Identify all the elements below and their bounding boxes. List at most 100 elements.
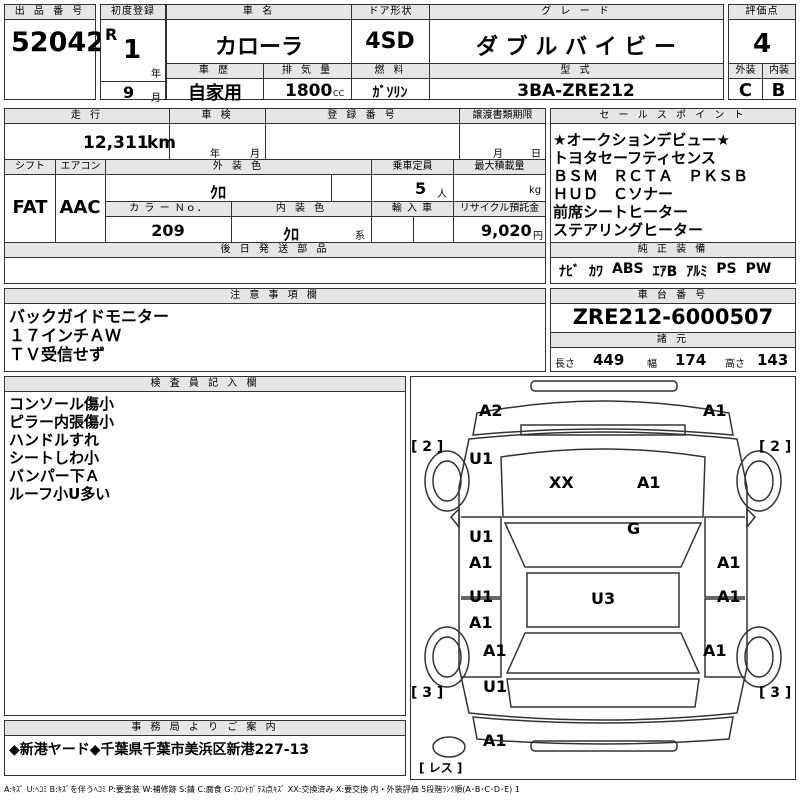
mark-a2-front: A2 (479, 401, 503, 420)
interior-label: 内装 (762, 64, 795, 79)
mark-a1-left-rear: A1 (483, 641, 507, 660)
inspector-note: バンパー下Ａ (9, 467, 100, 485)
mark-bracket-left-top: [ 2 ] (411, 439, 444, 455)
first-registration-box: 初度登録 R 1 年 9 月 (100, 4, 166, 104)
import-label: 輸 入 車 (371, 202, 453, 217)
later-parts-label: 後 日 発 送 部 品 (5, 243, 545, 258)
equipment-item: ﾅﾋﾞ (559, 264, 580, 280)
mark-g-windshield: G (627, 519, 641, 538)
interior-color-label: 内 装 色 (231, 202, 371, 217)
recycle-deposit: 9,020 (481, 221, 532, 240)
car-name: カローラ (214, 35, 303, 60)
equipment-item: ABS (612, 261, 644, 277)
mark-u1-left-bottom: U1 (483, 677, 508, 696)
exterior-grade: C (738, 80, 753, 101)
inspection-year-unit: 年 (210, 149, 220, 160)
length: 449 (593, 351, 625, 369)
registration-year: 1 (123, 35, 142, 65)
interior-color-unit: 系 (355, 231, 365, 242)
recycle-label: リサイクル預託金 (453, 202, 545, 217)
sales-point: トヨタセーフティセンス (553, 149, 716, 167)
notes-list: バックガイドモニター １７インチＡＷ ＴＶ受信せず (9, 307, 169, 364)
car-diagram: A2 A1 [ 2 ] [ 2 ] U1 XX A1 G U1 A1 A1 U1… (410, 376, 796, 780)
mark-a1-left-door2: A1 (469, 613, 493, 632)
history: 自家用 (188, 83, 242, 104)
mileage: 12,311 (83, 133, 149, 153)
mark-les: [ レス ] (419, 761, 463, 775)
interior-grade: B (771, 80, 786, 101)
equipment-item: ｶﾜ (589, 264, 603, 280)
sales-point: ＨＵＤ Ｃソナー (553, 185, 674, 203)
capacity-label: 乗車定員 (371, 160, 453, 175)
equipment-label: 純 正 装 備 (551, 243, 795, 258)
ac-label: エアコン (55, 160, 105, 175)
chassis-label: 車 台 番 号 (551, 289, 795, 304)
mark-u3-roof: U3 (591, 589, 616, 608)
sales-point: ★オークションデビュー★ (553, 131, 730, 149)
fuel-label: 燃 料 (351, 64, 429, 79)
inspector-note: ハンドルすれ (9, 431, 100, 449)
lot-number-box: 出 品 番 号 52042 (4, 4, 105, 100)
chassis-box: 車 台 番 号 ZRE212-6000507 諸 元 長さ 449 幅 174 … (550, 288, 796, 372)
door-type: 4SD (365, 29, 415, 54)
width: 174 (675, 351, 707, 369)
height: 143 (757, 351, 789, 369)
dimensions-label: 諸 元 (551, 333, 795, 348)
sales-points-label: セ ー ル ス ポ イ ン ト (551, 109, 795, 124)
exterior-color-label: 外 装 色 (105, 160, 371, 175)
mark-u1-left-door2: U1 (469, 587, 494, 606)
equipment-item: ｱﾙﾐ (686, 264, 708, 280)
air-conditioner: AAC (59, 197, 101, 218)
inspector-box: 検 査 員 記 入 欄 コンソール傷小 ピラー内張傷小 ハンドルすれ シートしわ… (4, 376, 406, 716)
sales-point: ステアリングヒーター (553, 221, 704, 239)
model-code: 3BA-ZRE212 (517, 81, 635, 101)
notes-label: 注 意 事 項 欄 (5, 289, 545, 304)
inspection-label: 車 検 (169, 109, 265, 124)
transfer-deadline-label: 譲渡書類期限 (459, 109, 545, 124)
mark-a1-right-rear: A1 (703, 641, 727, 660)
sales-points-list: ★オークションデビュー★ トヨタセーフティセンス ＢＳＭ ＲＣＴＡ ＰＫＳＢ Ｈ… (553, 131, 748, 239)
shift: FAT (12, 197, 48, 218)
vehicle-details-box: 走 行 車 検 登 録 番 号 譲渡書類期限 12,311 km 年 月 月 日… (4, 108, 546, 284)
sales-point: 前席シートヒーター (553, 203, 689, 221)
displacement: 1800 (285, 81, 333, 101)
capacity-unit: 人 (437, 189, 447, 200)
shift-label: シフト (5, 160, 55, 175)
color-number-label: カ ラ ー Ｎｏ． (105, 202, 231, 217)
grade: ダ ブ ル バ イ ビ ー (476, 35, 676, 60)
width-label: 幅 (647, 359, 657, 370)
inspector-note: コンソール傷小 (9, 395, 115, 413)
mark-bracket-right-top: [ 2 ] (759, 439, 792, 455)
office-notice-text: ◆新港ヤード◆千葉県千葉市美浜区新港227-13 (9, 742, 310, 758)
inspection-month-unit: 月 (250, 149, 260, 160)
transfer-day-unit: 日 (531, 149, 541, 160)
history-label: 車 歴 (167, 64, 263, 79)
sales-points-box: セ ー ル ス ポ イ ン ト ★オークションデビュー★ トヨタセーフティセンス… (550, 108, 796, 284)
notes-box: 注 意 事 項 欄 バックガイドモニター １７インチＡＷ ＴＶ受信せず (4, 288, 546, 372)
mileage-unit: km (147, 133, 177, 153)
sales-point: ＢＳＭ ＲＣＴＡ ＰＫＳＢ (553, 167, 749, 185)
mark-a1-front-right: A1 (703, 401, 727, 420)
color-number: 209 (151, 221, 185, 240)
month-unit: 月 (151, 93, 161, 104)
height-label: 高さ (725, 359, 745, 370)
inspector-label: 検 査 員 記 入 欄 (5, 377, 405, 392)
mark-bracket-left-bottom: [ 3 ] (411, 685, 444, 701)
car-name-label: 車 名 (167, 5, 351, 20)
legend: A:ｷｽﾞ U:ﾍｺﾐ B:ｷｽﾞを伴うﾍｺﾐ P:要塗装 W:補修跡 S:錆 … (4, 785, 520, 794)
equipment-item: ｴｱB (652, 264, 678, 280)
displacement-unit: CC (333, 89, 345, 98)
chassis-number: ZRE212-6000507 (572, 305, 774, 329)
mark-u1-left-top: U1 (469, 449, 494, 468)
inspector-note: シートしわ小 (9, 449, 100, 467)
mark-xx-hood: XX (549, 473, 574, 492)
evaluation-score: 4 (752, 29, 772, 59)
year-unit: 年 (151, 69, 161, 80)
equipment-list: ﾅﾋﾞ ｶﾜ ABS ｴｱB ｱﾙﾐ PS PW (559, 261, 771, 281)
mark-bracket-right-bottom: [ 3 ] (759, 685, 792, 701)
mark-a1-left-door1: A1 (469, 553, 493, 572)
lot-number: 52042 (11, 27, 105, 58)
max-load-label: 最大積載量 (453, 160, 545, 175)
note-line: １７インチＡＷ (9, 326, 122, 345)
era: R (105, 25, 118, 44)
